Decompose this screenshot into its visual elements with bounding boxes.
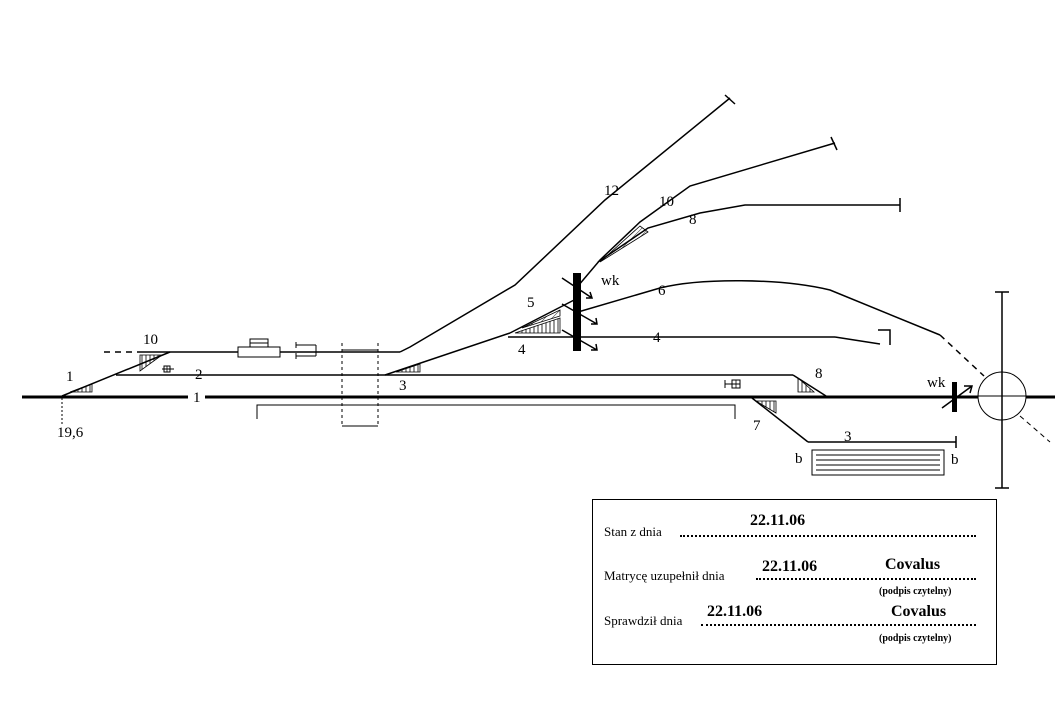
track-10-buffer	[830, 136, 838, 151]
signal-box-wk-right	[952, 382, 957, 412]
switch-1-frog	[69, 383, 93, 393]
track-6	[577, 280, 941, 336]
switch-7-frog	[754, 400, 777, 414]
label-track-12: 12	[604, 183, 619, 199]
junction-circle	[977, 291, 1055, 489]
platform	[256, 404, 736, 419]
switch-5-frog	[521, 309, 561, 329]
label-ramp-b-left: b	[795, 451, 803, 467]
switch-8-frog	[797, 377, 816, 393]
label-wk-upper: wk	[601, 273, 620, 289]
track-10-branch	[577, 142, 836, 287]
label-switch-4: 4	[518, 342, 526, 358]
track-12-buffer	[724, 94, 736, 105]
label-track-8: 8	[689, 212, 697, 228]
sprawdzil-date: 22.11.06	[707, 603, 763, 620]
stan-dotted-line	[680, 535, 976, 537]
approval-form: Stan z dnia 22.11.06 Matrycę uzupełnił d…	[592, 499, 997, 665]
switch-10-upper-frog	[599, 225, 649, 263]
level-crossing	[341, 343, 379, 427]
wagon-icon	[237, 338, 281, 358]
label-track-3: 3	[844, 429, 852, 445]
matryca-dotted-line	[756, 578, 976, 580]
switch-3-frog	[395, 363, 421, 373]
shunting-signal-left	[162, 365, 174, 373]
switch-4-frog	[514, 317, 561, 334]
matryca-date: 22.11.06	[762, 558, 818, 575]
label-track-6: 6	[658, 283, 666, 299]
label-track-2: 2	[195, 367, 203, 383]
label-switch-3: 3	[399, 378, 407, 394]
track-4-tail	[834, 336, 881, 345]
matryca-label: Matrycę uzupełnił dnia	[604, 568, 725, 583]
label-siding-10: 10	[143, 332, 158, 348]
track-6-dashed	[939, 334, 985, 377]
switch-5-diagonal	[509, 297, 579, 334]
label-switch-8: 8	[815, 366, 823, 382]
signal-arrow-right	[941, 385, 973, 409]
label-kilometre: 19,6	[57, 425, 84, 441]
label-wk-right: wk	[927, 375, 946, 391]
track-4-buffer	[878, 329, 891, 345]
sprawdzil-signature-note: (podpis czytelny)	[879, 633, 952, 644]
label-switch-5: 5	[527, 295, 535, 311]
label-ramp-b-right: b	[951, 452, 959, 468]
sprawdzil-signature: Covalus	[891, 603, 947, 620]
sprawdzil-label: Sprawdził dnia	[604, 613, 683, 628]
sprawdzil-dotted-line	[701, 624, 976, 626]
matryca-signature-note: (podpis czytelny)	[879, 586, 952, 597]
switch-10-frog	[139, 354, 164, 372]
shunting-signal-right	[724, 379, 741, 389]
stan-date: 22.11.06	[750, 512, 806, 529]
stan-label: Stan z dnia	[604, 524, 662, 539]
loading-ramp	[811, 449, 945, 476]
switch-7-diagonal	[751, 397, 809, 443]
label-track-10: 10	[659, 194, 674, 210]
matryca-signature: Covalus	[885, 556, 941, 573]
switch-3-diagonal	[384, 332, 511, 376]
label-switch-1: 1	[66, 369, 74, 385]
buffer-stop-icon	[295, 342, 317, 359]
track-12	[399, 97, 731, 353]
label-track-4: 4	[653, 330, 661, 346]
label-main-track-1: 1	[193, 390, 201, 406]
signal-arrows-upper	[561, 277, 598, 351]
label-switch-7: 7	[753, 418, 761, 434]
